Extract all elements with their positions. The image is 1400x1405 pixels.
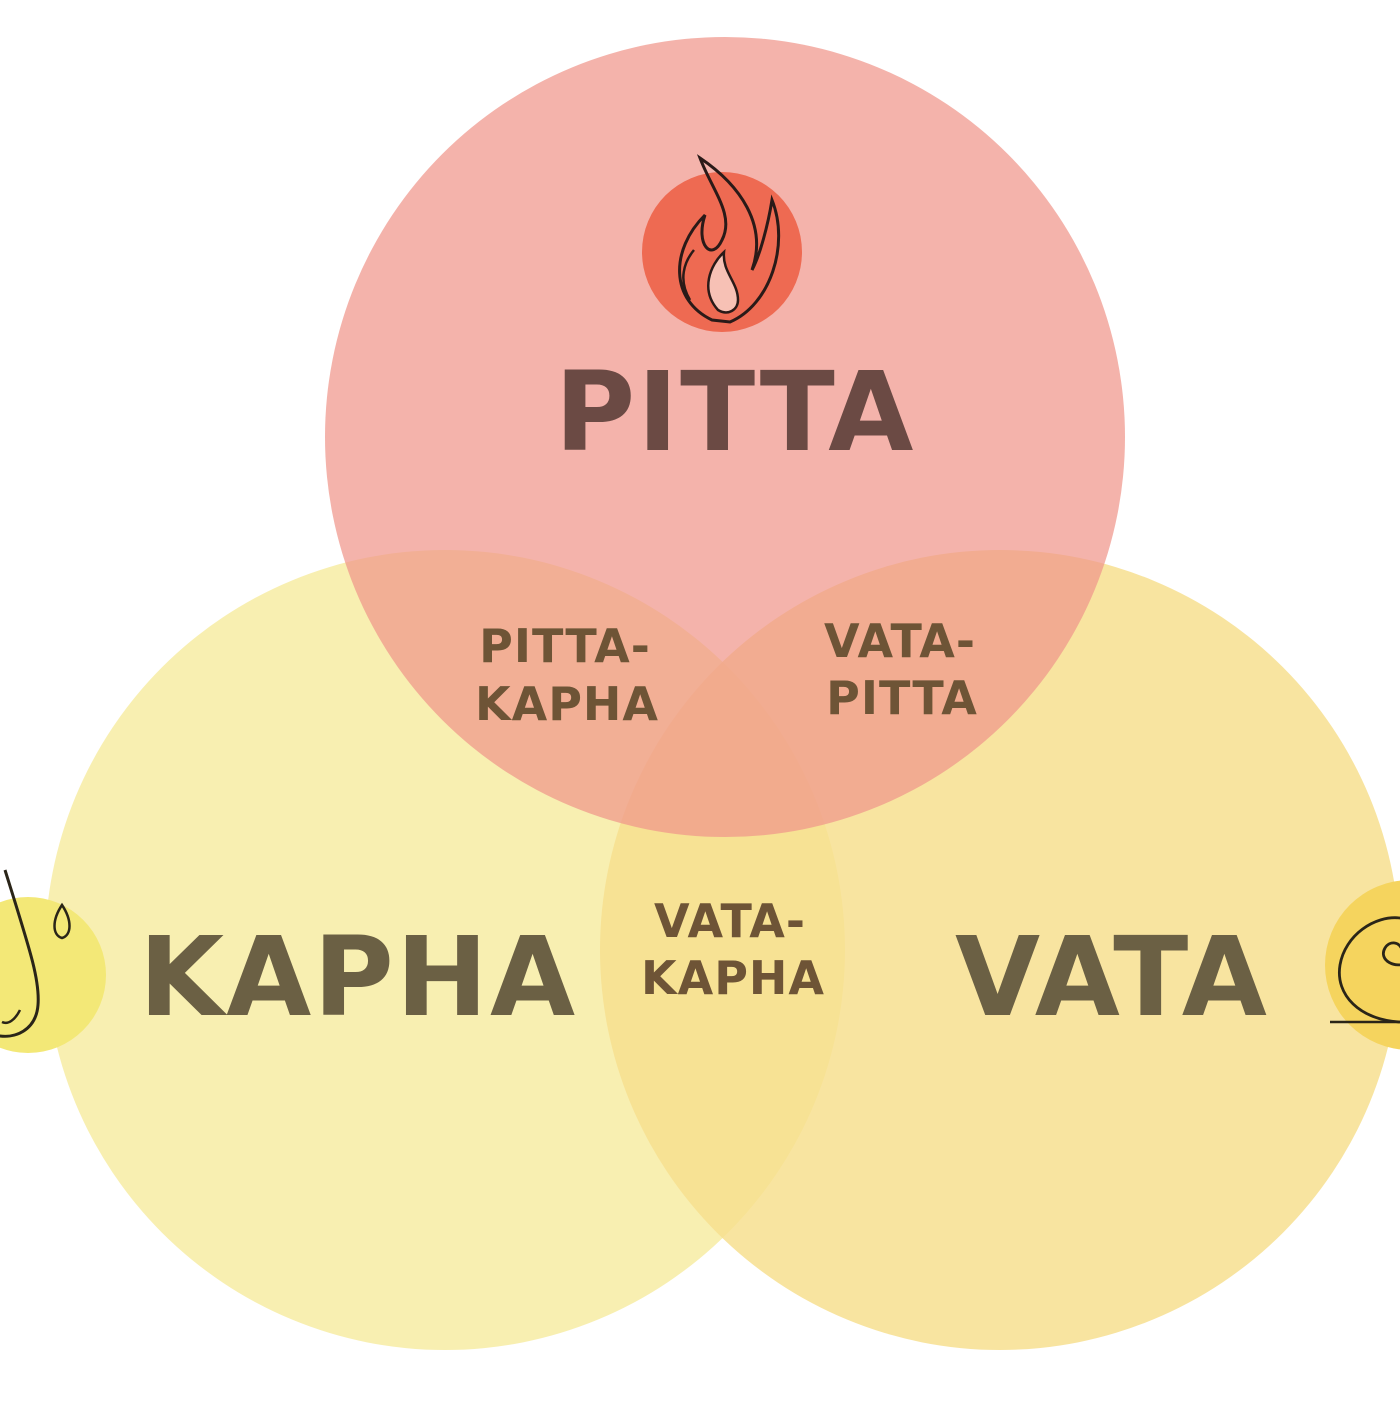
vata-kapha-label-line2: KAPHA xyxy=(641,951,825,1005)
pitta-kapha-label-line2: KAPHA xyxy=(475,677,659,731)
kapha-label: KAPHA xyxy=(139,913,577,1041)
pitta-kapha-label-line1: PITTA- xyxy=(479,619,651,673)
pitta-circle xyxy=(325,37,1125,837)
vata-kapha-label-line1: VATA- xyxy=(654,894,806,948)
water-drop-icon xyxy=(0,869,106,1053)
pitta-label: PITTA xyxy=(555,348,916,476)
fire-icon xyxy=(642,154,802,332)
vata-pitta-label-line1: VATA- xyxy=(824,614,976,668)
spiral-wind-icon xyxy=(1325,880,1400,1050)
vata-label: VATA xyxy=(955,913,1269,1041)
vata-pitta-label-line2: PITTA xyxy=(826,671,978,725)
